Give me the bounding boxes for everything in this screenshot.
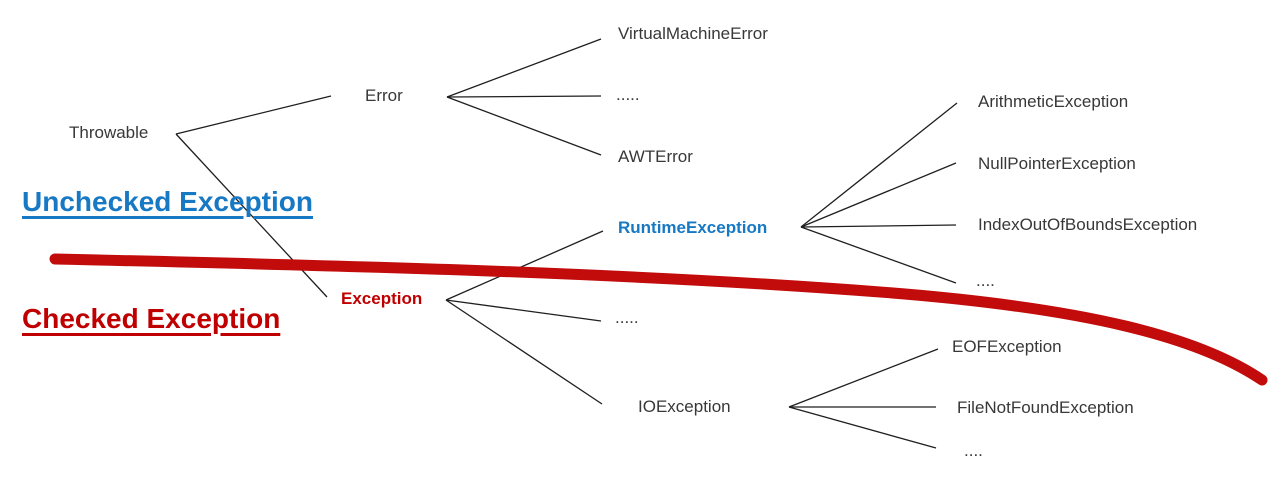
node-file-not-found-exception: FileNotFoundException <box>957 398 1134 417</box>
checked-unchecked-divider-curve <box>49 253 1268 386</box>
node-exception: Exception <box>341 289 423 308</box>
node-error-ellipsis: ..... <box>616 85 640 104</box>
edge-exception-ioexception <box>445 299 603 405</box>
heading-unchecked-exception: Unchecked Exception <box>22 186 313 217</box>
node-runtime-ellipsis: .... <box>976 271 995 290</box>
node-runtime-exception: RuntimeException <box>618 218 768 237</box>
edge-io-eof <box>788 348 939 408</box>
edge-error-etc <box>446 95 602 98</box>
node-index-out-of-bounds-exception: IndexOutOfBoundsException <box>978 215 1198 234</box>
edge-throwable-error <box>175 95 332 135</box>
edge-exception-etc <box>445 299 602 322</box>
node-io-ellipsis: .... <box>964 441 983 460</box>
edge-error-virtualmachineerror <box>446 38 602 98</box>
edge-io-etc <box>788 406 937 449</box>
edge-exception-runtimeexception <box>445 230 604 301</box>
node-virtual-machine-error: VirtualMachineError <box>618 24 768 43</box>
node-io-exception: IOException <box>638 397 731 416</box>
edge-runtime-indexoutofbounds <box>800 224 957 228</box>
node-throwable: Throwable <box>69 123 149 142</box>
node-exception-ellipsis: ..... <box>615 308 639 327</box>
edge-runtime-nullpointer <box>800 162 957 228</box>
node-arithmetic-exception: ArithmeticException <box>978 92 1129 111</box>
node-error: Error <box>365 86 403 105</box>
heading-checked-exception: Checked Exception <box>22 303 281 334</box>
node-awt-error: AWTError <box>618 147 693 166</box>
node-null-pointer-exception: NullPointerException <box>978 154 1136 173</box>
edge-runtime-etc <box>800 226 957 284</box>
node-eof-exception: EOFException <box>952 337 1062 356</box>
edge-error-awterror <box>446 96 602 156</box>
edge-runtime-arithmetic <box>800 102 958 228</box>
